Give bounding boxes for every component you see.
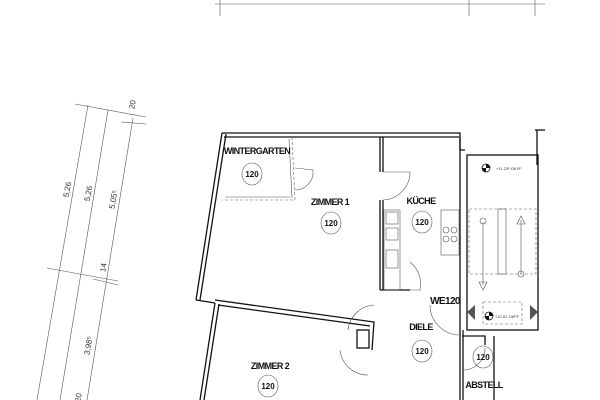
room-name: ABSTELL bbox=[465, 380, 503, 390]
walls bbox=[195, 129, 545, 400]
unit-label: WE120 bbox=[430, 296, 461, 307]
room-name: WINTERGARTEN bbox=[224, 146, 290, 156]
room-zimmer-2: ZIMMER 2 120 bbox=[251, 361, 290, 398]
elevation-upper: +11.23⁵ OKFF bbox=[496, 166, 522, 171]
elevation-lower: +12.81 OKFF bbox=[495, 314, 520, 319]
wintergarten-enclosure bbox=[222, 136, 296, 201]
room-name: ZIMMER 1 bbox=[311, 197, 350, 207]
dim-label: 20 bbox=[73, 392, 84, 400]
room-kueche: KÜCHE 120 bbox=[406, 196, 437, 234]
dim-label: 3,98⁵ bbox=[82, 335, 94, 355]
dim-label: 20 bbox=[127, 99, 138, 110]
top-dimension-line bbox=[215, 0, 545, 16]
room-number: 120 bbox=[245, 170, 259, 179]
stair-core bbox=[466, 154, 539, 331]
left-dimension-chains bbox=[36, 103, 147, 400]
room-name: DIELE bbox=[409, 322, 433, 332]
doors bbox=[294, 167, 486, 376]
dim-label: 5,26 bbox=[62, 181, 74, 198]
room-number: 120 bbox=[476, 353, 490, 362]
room-number: 120 bbox=[415, 347, 429, 356]
room-name: ZIMMER 2 bbox=[251, 361, 290, 371]
room-number: 120 bbox=[415, 218, 429, 227]
room-abstell: 120 ABSTELL bbox=[465, 345, 504, 390]
dim-label: 14 bbox=[98, 262, 109, 273]
room-number: 120 bbox=[324, 219, 338, 228]
room-name: KÜCHE bbox=[406, 196, 436, 206]
room-wintergarten: WINTERGARTEN 120 bbox=[224, 146, 291, 186]
kitchen-counter bbox=[383, 209, 460, 291]
room-number: 120 bbox=[261, 382, 275, 391]
room-zimmer-1: ZIMMER 1 120 bbox=[311, 197, 350, 235]
room-diele: DIELE 120 bbox=[409, 322, 434, 363]
dim-label: 5,05⁵ bbox=[107, 189, 119, 209]
dim-label: 5,26 bbox=[83, 185, 95, 202]
